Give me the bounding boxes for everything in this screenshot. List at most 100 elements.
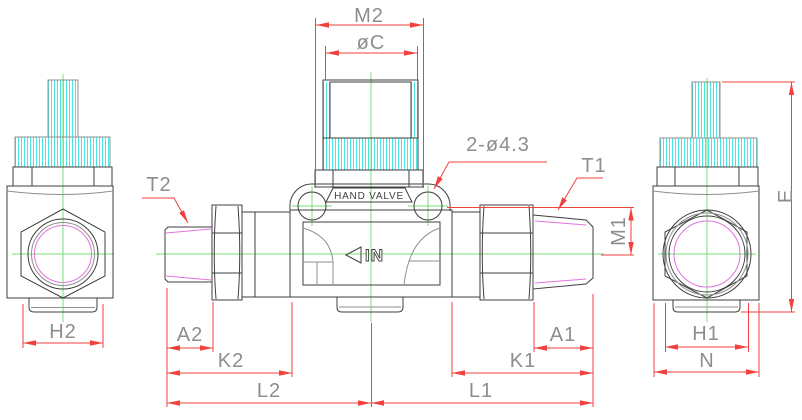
dim-n-arrow-left [654, 369, 667, 375]
dim-a2-arrow-left [167, 345, 180, 351]
dim-l2-arrow-left [167, 400, 180, 406]
dim-m2-arrow-left [316, 22, 329, 28]
dim-m1-arrow-up [628, 207, 634, 221]
dim-l2-arrow-right [358, 400, 371, 406]
flow-arrow-triangle [344, 246, 362, 264]
dim-k1-arrow-left [452, 370, 465, 376]
dim-label-t1: T1 [581, 155, 607, 177]
left-port-outer-circle [27, 218, 99, 290]
name-banner-outline [325, 187, 413, 203]
left-fitting-outline [164, 204, 291, 301]
dim-a2-arrow-right [200, 345, 213, 351]
valve-body-internals [302, 227, 441, 308]
dim-h2 [22, 304, 104, 348]
dim-m1-arrow-down [628, 242, 634, 255]
dim-m2 [315, 18, 424, 188]
leader-t2-line [142, 197, 189, 224]
dim-n-arrow-right [746, 369, 759, 375]
dim-label-a1: A1 [549, 324, 577, 346]
right-view-knob-knurl-hatch [660, 138, 757, 167]
dim-dia-c [325, 46, 418, 80]
dim-k1-arrow-right [580, 370, 593, 376]
dim-h1-arrow-left [665, 344, 678, 350]
dim-h2-lines [22, 304, 104, 348]
dim-e-lines [722, 81, 795, 313]
right-port-circle-2 [665, 212, 749, 296]
dim-label-h2: H2 [49, 321, 77, 343]
dim-k2-arrow-right [279, 370, 292, 376]
dim-h1-arrow-right [735, 344, 748, 350]
center-knob-outline [314, 79, 424, 188]
dim-label-e: E [775, 188, 797, 204]
center-knob-right-knurl-hatch [411, 82, 418, 138]
left-end-view [6, 79, 114, 313]
dim-label-a2: A2 [176, 324, 204, 346]
dim-m1-lines [447, 207, 634, 256]
dim-label-n: N [699, 350, 715, 372]
dim-e [722, 81, 795, 313]
left-thread-circle [34, 225, 92, 283]
dim-m2-arrow-right [410, 22, 423, 28]
right-port-circle-1 [662, 209, 752, 299]
dim-label-dia-c: øC [356, 32, 386, 54]
dim-label-t2: T2 [146, 174, 172, 196]
mounting-hole-right [413, 191, 443, 221]
dim-label-k1: K1 [509, 350, 537, 372]
dim-m1 [447, 207, 634, 256]
dim-h1-lines [665, 303, 749, 352]
dim-l1-arrow-left [371, 400, 384, 406]
dim-label-m2: M2 [354, 5, 384, 27]
dim-n [653, 303, 760, 377]
dim-l1-arrow-right [580, 400, 593, 406]
flow-direction-text: IN [365, 246, 384, 265]
right-body-top-arc [652, 190, 760, 308]
leader-t1-line [557, 177, 603, 211]
dim-dia-c-arrow-right [404, 50, 417, 56]
leader-mounting-holes-line [433, 161, 547, 190]
dim-a1-arrow-left [534, 345, 547, 351]
leader-t1-arrow [558, 197, 567, 210]
left-port-inner-circle [31, 222, 95, 286]
banner-text: HAND VALVE [334, 191, 404, 202]
thread-lines-path [165, 220, 587, 284]
right-thread-circle [673, 220, 741, 288]
dim-e-arrow-up [788, 82, 795, 95]
right-port-circle-3 [668, 215, 746, 293]
mounting-hole-left [297, 191, 327, 221]
dim-h2-arrow-left [23, 340, 36, 346]
leader-mounting-holes-arrow [434, 176, 443, 189]
dim-label-l2: L2 [256, 380, 282, 402]
dim-h2-arrow-right [90, 340, 103, 346]
leader-mounting-holes [433, 161, 547, 190]
dim-label-mounting-holes: 2-ø4.3 [466, 134, 530, 156]
dim-label-h1: H1 [692, 323, 720, 345]
dim-e-arrow-down [788, 299, 795, 312]
dim-m2-lines [315, 18, 424, 188]
dim-bottom-left-lines [166, 288, 372, 407]
dim-a1-arrow-right [580, 345, 593, 351]
dim-dia-c-arrow-left [326, 50, 339, 56]
right-fitting-outline [451, 204, 594, 301]
dim-h1 [665, 303, 749, 352]
leader-t2-arrow [179, 210, 188, 223]
center-front-view: HAND VALVE IN [164, 79, 594, 313]
dim-label-k2: K2 [217, 350, 245, 372]
left-body-top-arc [6, 190, 114, 308]
centerlines [12, 72, 756, 322]
left-body-outline [6, 185, 114, 313]
dim-group-bottom-right [371, 294, 594, 407]
right-view-stem-knurl-hatch [692, 82, 720, 138]
leader-t2 [142, 197, 189, 224]
mounting-flange-outline [289, 183, 451, 211]
dim-label-m1: M1 [608, 216, 630, 246]
thread-crest-lines [34, 220, 741, 288]
leader-t1 [557, 177, 603, 211]
right-end-view [652, 81, 760, 313]
centerline-paths [12, 72, 756, 322]
right-knob-stem-outline [659, 81, 758, 168]
dim-label-l1: L1 [468, 380, 494, 402]
dim-n-lines [653, 303, 760, 377]
center-knob-left-knurl-hatch [323, 82, 330, 138]
